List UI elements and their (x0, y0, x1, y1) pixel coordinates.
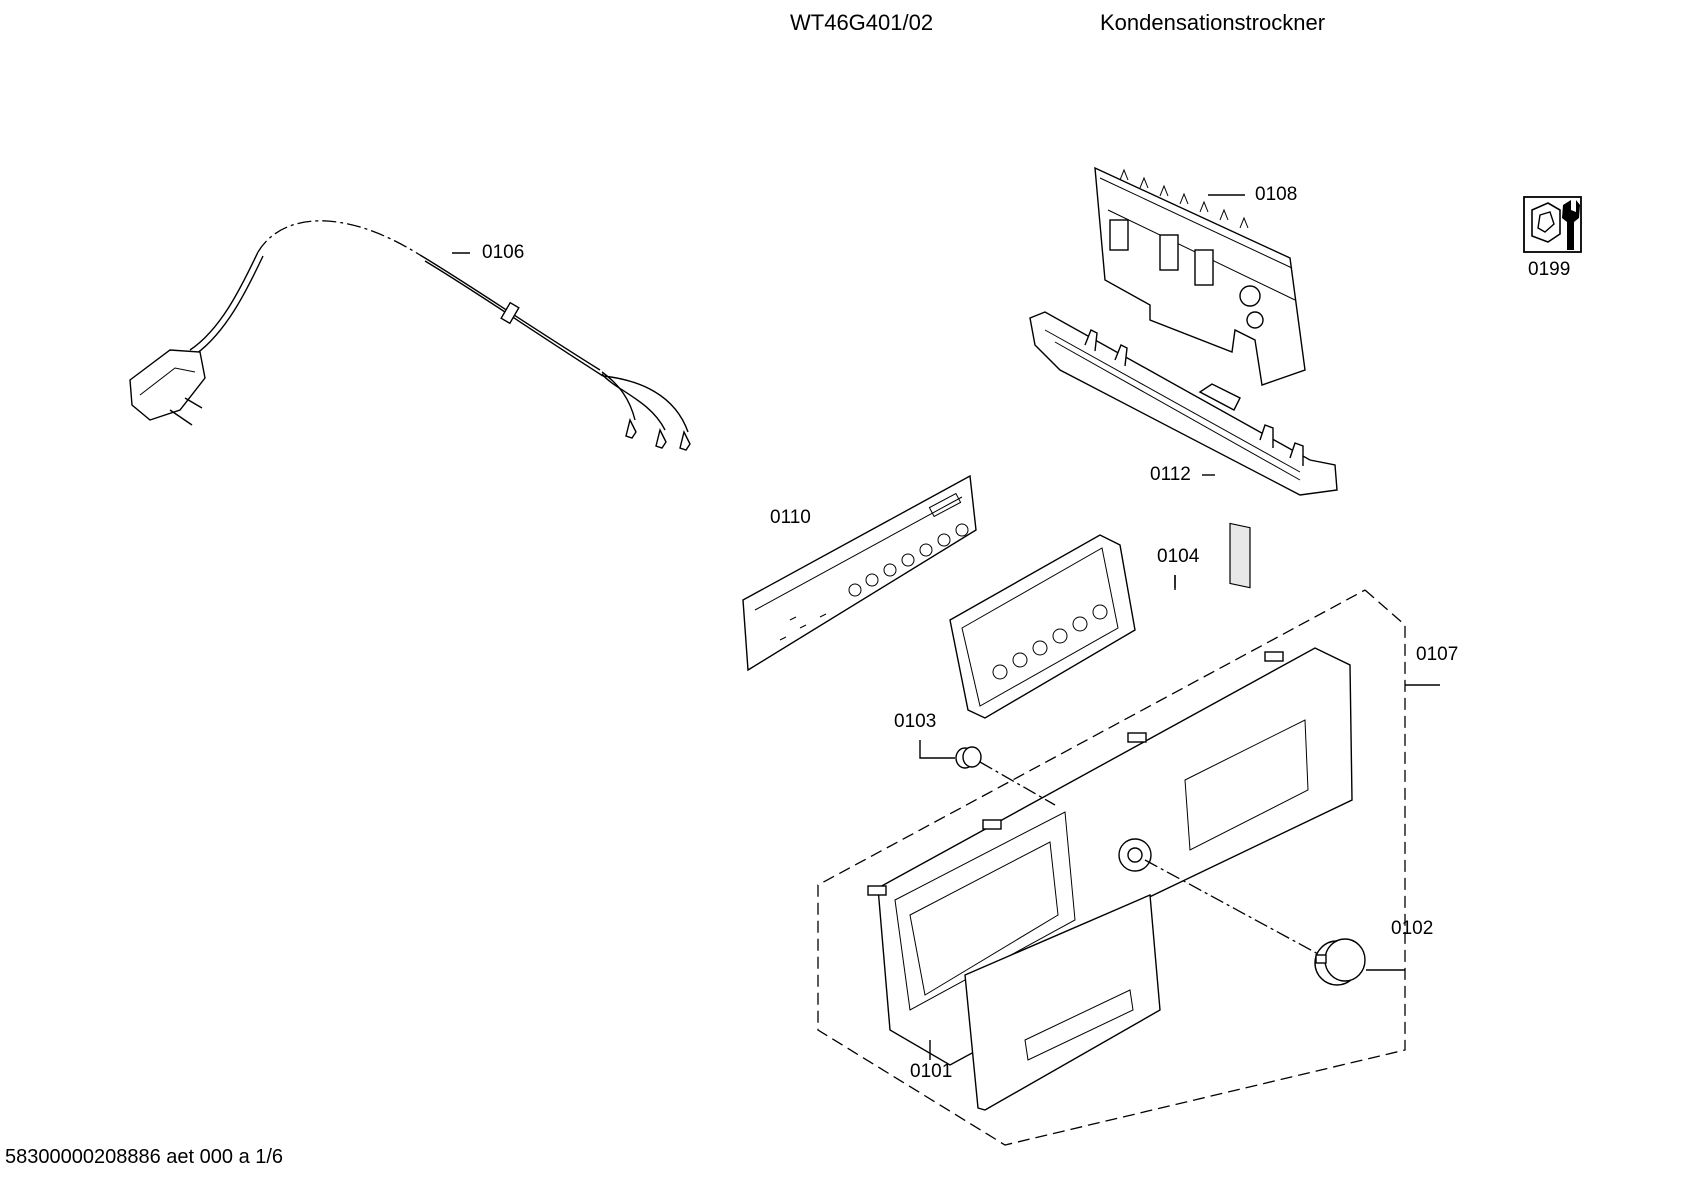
indicator-lens-drawing (919, 740, 1056, 806)
part-label-0103: 0103 (894, 711, 937, 732)
panel-group-frame (817, 589, 1406, 1146)
part-label-0101: 0101 (910, 1061, 953, 1082)
part-label-0112: 0112 (1150, 464, 1191, 485)
drawer-flap-drawing (929, 893, 1161, 1111)
control-module-drawing (1094, 166, 1306, 589)
rotary-knob-drawing (1144, 859, 1405, 986)
part-label-0108: 0108 (1255, 184, 1298, 205)
document-code: 58300000208886 aet 000 a 1/6 (5, 1146, 284, 1168)
service-tool-icon (1523, 196, 1582, 253)
module-holder-drawing (1029, 311, 1338, 496)
power-cable-drawing (129, 220, 691, 451)
model-number: WT46G401/02 (790, 10, 934, 35)
part-label-0102: 0102 (1391, 918, 1434, 939)
button-carrier-drawing (949, 534, 1136, 719)
part-label-0104: 0104 (1157, 546, 1200, 567)
display-board-drawing (742, 474, 977, 672)
part-label-0107: 0107 (1416, 644, 1459, 665)
part-label-0199: 0199 (1528, 259, 1571, 280)
appliance-description: Kondensationstrockner (1100, 10, 1326, 35)
part-label-0106: 0106 (482, 242, 525, 263)
part-label-0110: 0110 (770, 507, 811, 528)
